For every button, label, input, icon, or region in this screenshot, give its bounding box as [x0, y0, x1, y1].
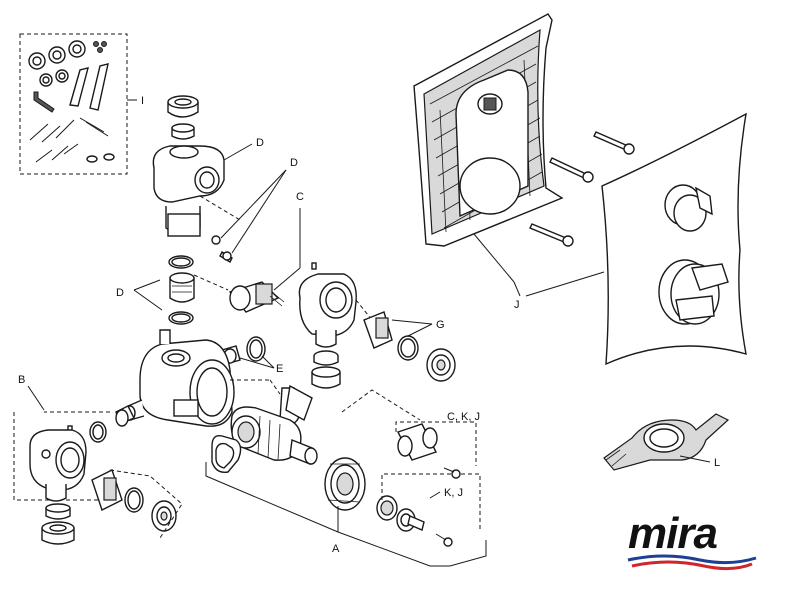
extension-sleeve-ckj: C, K, J — [341, 389, 480, 479]
left-filter-seals: D — [116, 255, 229, 325]
callout-B: B — [18, 374, 25, 386]
callout-L: L — [714, 457, 720, 469]
brand-wave-blue — [627, 554, 757, 565]
callout-C: C — [296, 191, 304, 203]
check-valve-g: G — [363, 311, 456, 382]
outlet-elbow — [298, 262, 373, 348]
faceplate-screws — [529, 131, 635, 247]
top-elbow-assembly: D — [152, 95, 264, 237]
lever-clip-l: L — [603, 413, 730, 471]
faceplate-assembly: J — [513, 112, 747, 366]
callout-D-left: D — [116, 287, 124, 299]
fitting-kit-box — [19, 33, 128, 175]
temperature-control-knob — [658, 259, 729, 325]
kit-allen-key — [33, 91, 55, 113]
top-nut — [167, 95, 199, 118]
kit-screws — [29, 117, 109, 163]
brand-wordmark: mira — [628, 509, 717, 558]
spindle-parts-kj: K, J — [376, 473, 481, 547]
callout-D-screws: D — [290, 157, 298, 169]
callout-E: E — [276, 363, 283, 375]
callout-J: J — [514, 299, 520, 311]
filter-insert — [169, 272, 195, 303]
top-olive — [171, 123, 195, 140]
callout-KJ: K, J — [444, 487, 463, 499]
top-elbow-body — [152, 145, 225, 237]
left-nut-washer — [151, 500, 177, 532]
fitting-kit: I — [19, 33, 144, 175]
kit-washers — [86, 153, 115, 163]
small-screws: D — [211, 157, 298, 263]
brand-wave-red — [631, 560, 753, 571]
callout-G: G — [436, 319, 445, 331]
kit-brackets — [69, 63, 109, 111]
left-bottom-nut — [41, 503, 75, 545]
left-check-valve — [91, 469, 123, 511]
flow-cartridge-c: C — [228, 191, 304, 313]
mixer-valve-body — [124, 329, 281, 427]
mounting-backplate — [413, 13, 564, 283]
thermostatic-cartridge-a — [211, 384, 318, 473]
left-elbow-body — [29, 425, 87, 502]
left-elbow-assembly-b: B — [13, 374, 183, 545]
callout-CKJ: C, K, J — [447, 411, 480, 423]
flow-control-knob — [664, 184, 713, 232]
stop-valve-e: E — [221, 336, 283, 375]
mira-logo: mira — [627, 509, 757, 571]
centre-nut-olive — [311, 350, 341, 389]
body-nut-a — [324, 457, 366, 511]
left-stop-valve — [115, 405, 135, 427]
callout-D-top: D — [256, 137, 264, 149]
callout-a-group: A — [205, 462, 487, 567]
callout-A: A — [332, 543, 340, 555]
callout-I: I — [141, 95, 144, 107]
kit-nuts — [28, 40, 107, 87]
